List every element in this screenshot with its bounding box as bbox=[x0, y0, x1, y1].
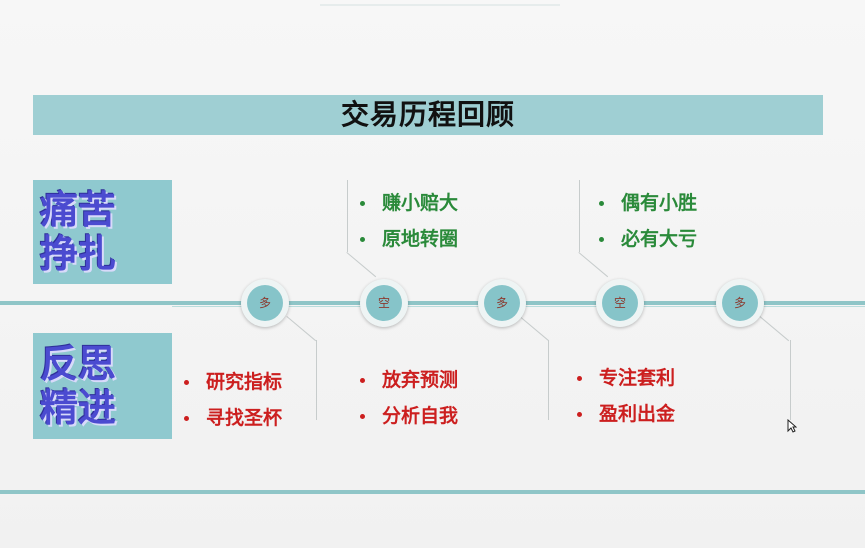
upper-connector-2 bbox=[579, 180, 580, 252]
node-label: 多 bbox=[247, 285, 283, 321]
reflect-box-line1: 反思 bbox=[40, 342, 117, 386]
lower-connector-3-diag bbox=[759, 316, 790, 342]
pain-box-line1: 痛苦 bbox=[40, 188, 117, 232]
lower-connector-2 bbox=[548, 340, 549, 420]
upper-bullet-group-2: 偶有小胜 必有大亏 bbox=[595, 188, 697, 260]
top-divider bbox=[320, 4, 560, 6]
lower-bullet-group-1: 研究指标 寻找圣杯 bbox=[180, 367, 282, 439]
list-item: 必有大亏 bbox=[595, 224, 697, 260]
timeline-node-1: 多 bbox=[241, 279, 289, 327]
timeline-node-5: 多 bbox=[716, 279, 764, 327]
timeline-node-2: 空 bbox=[360, 279, 408, 327]
slide-title: 交易历程回顾 bbox=[340, 98, 515, 131]
list-item: 寻找圣杯 bbox=[180, 403, 282, 439]
list-item: 放弃预测 bbox=[356, 365, 458, 401]
pain-box-line2: 挣扎 bbox=[40, 232, 117, 276]
node-label: 空 bbox=[366, 285, 402, 321]
lower-connector-1-diag bbox=[286, 316, 317, 342]
lower-connector-2-diag bbox=[519, 316, 550, 342]
title-band: 交易历程回顾 bbox=[33, 95, 823, 135]
list-item: 专注套利 bbox=[573, 363, 675, 399]
mouse-pointer-icon bbox=[787, 418, 798, 437]
upper-bullet-group-1: 赚小赔大 原地转圈 bbox=[356, 188, 458, 260]
lower-connector-1 bbox=[316, 340, 317, 420]
lower-bullet-group-2: 放弃预测 分析自我 bbox=[356, 365, 458, 437]
reflect-improve-box: 反思 精进 bbox=[33, 333, 172, 439]
node-label: 空 bbox=[602, 285, 638, 321]
timeline-node-3: 多 bbox=[478, 279, 526, 327]
list-item: 偶有小胜 bbox=[595, 188, 697, 224]
bottom-divider bbox=[0, 490, 865, 494]
node-label: 多 bbox=[484, 285, 520, 321]
upper-connector-1 bbox=[347, 180, 348, 252]
lower-connector-3 bbox=[790, 340, 791, 420]
list-item: 分析自我 bbox=[356, 401, 458, 437]
node-label: 多 bbox=[722, 285, 758, 321]
timeline-line bbox=[0, 301, 865, 305]
list-item: 赚小赔大 bbox=[356, 188, 458, 224]
list-item: 原地转圈 bbox=[356, 224, 458, 260]
lower-bullet-group-3: 专注套利 盈利出金 bbox=[573, 363, 675, 435]
list-item: 盈利出金 bbox=[573, 399, 675, 435]
timeline-node-4: 空 bbox=[596, 279, 644, 327]
reflect-box-line2: 精进 bbox=[40, 386, 117, 430]
list-item: 研究指标 bbox=[180, 367, 282, 403]
pain-struggle-box: 痛苦 挣扎 bbox=[33, 180, 172, 284]
